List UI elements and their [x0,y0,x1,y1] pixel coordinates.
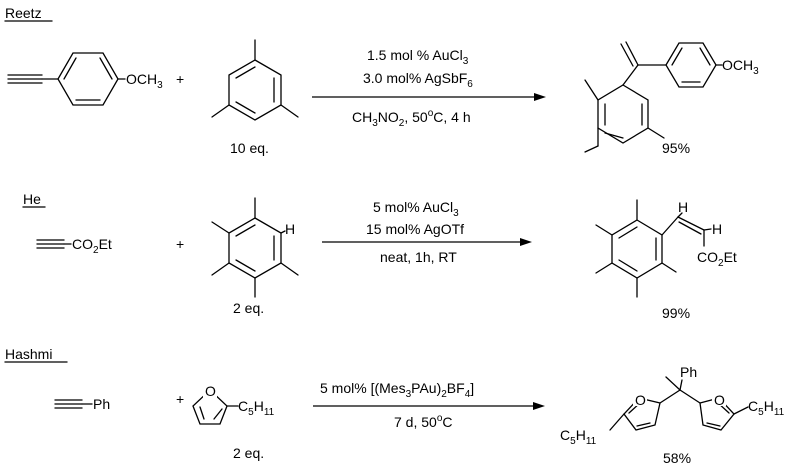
product-cinnamate: H H CO2Et [595,199,737,298]
equiv-label: 2 eq. [233,300,264,316]
pentyl-label: C5H11 [560,427,597,447]
phenyl-label: Ph [93,396,110,412]
ester-label: CO2Et [72,236,112,256]
condition-additive: 15 mol% AgOTf [366,221,464,237]
arrow-head [534,93,546,101]
condition-catalyst: 1.5 mol % AuCl3 [367,47,469,67]
yield-label: 95% [662,140,690,156]
condition-additive: 3.0 mol% AgSbF6 [363,70,473,90]
author-he: He [23,191,41,207]
yield-label: 99% [662,305,690,321]
furan-oxygen-label: O [205,383,216,399]
reaction-he: He CO2Et + H 2 eq. 5 mol% AuCl3 [22,191,737,321]
product-bisfuran: Ph O C5H11 O C5H11 [560,364,785,447]
furan-oxygen-label: O [635,392,646,408]
condition-neat-time-temp: neat, 1h, RT [380,249,457,265]
plus-sign: + [176,391,184,407]
condition-solvent-temp-time: CH3NO2, 50oC, 4 h [352,108,471,129]
arrow-head [520,238,532,246]
reactant-phenylacetylene: Ph [54,396,110,412]
reaction-hashmi: Hashmi Ph + O C5H11 2 eq. 5 mol% [(Mes3P… [4,346,785,466]
reactant-pentamethylbenzene: H [211,197,299,298]
reactant-mesitylene [211,39,299,121]
reactant-ethyl-propiolate: CO2Et [36,236,112,256]
hydrogen-label: H [285,221,295,237]
benzene-ring [57,52,119,106]
furan-oxygen-label: O [714,392,725,408]
vinyl-hydrogen-label: H [712,221,722,237]
plus-sign: + [176,71,184,87]
reactant-pentylfuran: O C5H11 [192,383,275,425]
product-diarylethene: OCH3 [584,41,759,153]
equiv-label: 10 eq. [230,140,269,156]
pentyl-label: C5H11 [238,398,275,418]
methoxy-label: OCH3 [126,71,163,91]
condition-time-temp: 7 d, 50oC [394,413,453,430]
condition-catalyst: 5 mol% [(Mes3PAu)2BF4] [320,380,474,400]
arrow-head [533,402,545,410]
author-reetz: Reetz [5,5,42,21]
plus-sign: + [176,236,184,252]
author-hashmi: Hashmi [5,346,52,362]
pentyl-label: C5H11 [748,398,785,418]
reaction-reetz: Reetz OCH3 + 10 eq. 1.5 mo [4,5,759,156]
ester-label: CO2Et [697,249,737,269]
methoxy-label: OCH3 [722,57,759,77]
yield-label: 58% [663,450,691,466]
vinyl-hydrogen-label: H [678,199,688,215]
equiv-label: 2 eq. [233,445,264,461]
reactant-ethynylanisole: OCH3 [7,52,163,106]
phenyl-label: Ph [680,364,697,380]
condition-catalyst: 5 mol% AuCl3 [373,199,459,219]
